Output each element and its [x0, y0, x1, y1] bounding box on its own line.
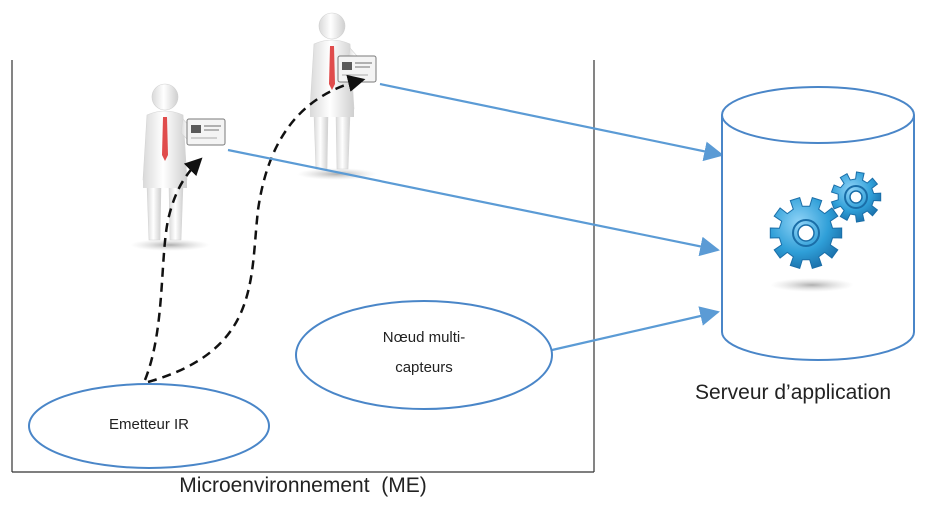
emitter-ir-text: Emetteur IR [108, 416, 190, 433]
gear-ring [844, 185, 868, 209]
arrow-badge1-to-server [227, 148, 720, 257]
gear-hole [849, 190, 863, 204]
sensor-node [295, 300, 553, 410]
ir-dashed-path-2 [147, 74, 366, 384]
sensor-node-text-line1: Nœud multi- [382, 329, 466, 346]
id-badge-icon [337, 55, 377, 83]
person-figure-2 [297, 12, 377, 180]
person-figure-1 [130, 83, 226, 251]
emitter-ir-label: Emetteur IR [79, 410, 219, 440]
emitter-ir-node [28, 383, 270, 469]
gear-ring [792, 219, 820, 247]
id-badge-icon [186, 118, 226, 146]
arrow-sensor-node-to-server [551, 306, 720, 352]
ir-dashed-path-1 [143, 157, 203, 381]
arrow-badge2-to-server [379, 82, 724, 162]
gears-icon [769, 171, 882, 292]
gear-hole [797, 224, 815, 242]
server-label: Serveur d’application [695, 381, 892, 404]
sensor-node-label: Nœud multi- capteurs [344, 323, 504, 383]
sensor-node-text-line2: capteurs [395, 359, 453, 376]
microenvironment-label: Microenvironnement (ME) [179, 474, 427, 497]
